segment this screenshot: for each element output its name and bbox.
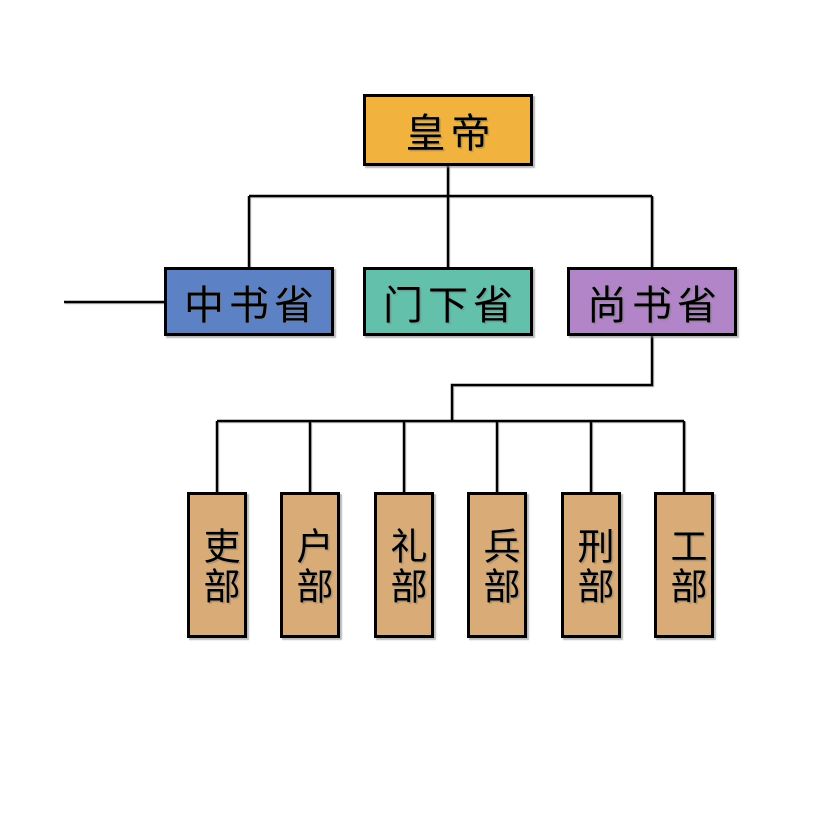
department-label: 尚书省 [587,282,722,328]
department-node-shangshu: 尚书省 [567,267,737,336]
ministry-node-revenue: 户部 [280,492,340,638]
ministry-label: 户部 [290,526,331,607]
ministry-label: 兵部 [477,526,518,607]
ministry-label: 礼部 [384,526,425,607]
department-node-zhongshu: 中书省 [164,267,334,336]
ministry-node-rites: 礼部 [374,492,434,638]
ministry-label: 工部 [664,526,705,607]
emperor-node: 皇帝 [363,94,533,166]
ministry-node-justice: 刑部 [561,492,621,638]
ministry-node-war: 兵部 [467,492,527,638]
ministry-node-personnel: 吏部 [187,492,247,638]
ministry-node-works: 工部 [654,492,714,638]
department-node-menxia: 门下省 [363,267,533,336]
ministry-label: 吏部 [197,526,238,607]
department-label: 门下省 [383,282,518,328]
connector-shangshu-elbow [450,336,654,421]
emperor-label: 皇帝 [405,111,496,156]
department-label: 中书省 [184,282,319,328]
ministry-label: 刑部 [571,526,612,607]
